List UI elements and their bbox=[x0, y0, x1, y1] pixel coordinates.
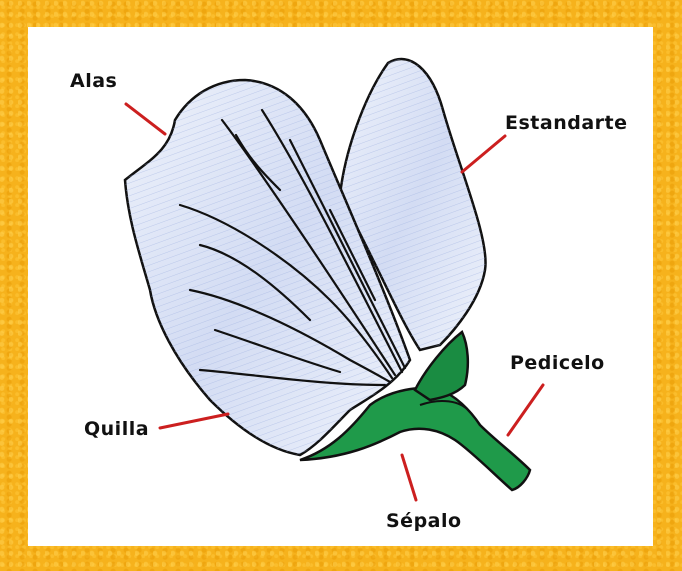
leader-quilla bbox=[160, 414, 228, 428]
label-alas: Alas bbox=[70, 70, 117, 92]
leader-pedicelo bbox=[508, 385, 543, 435]
label-estandarte: Estandarte bbox=[505, 112, 627, 134]
label-sepalo: Sépalo bbox=[386, 510, 462, 532]
leader-estandarte bbox=[462, 136, 505, 172]
label-quilla: Quilla bbox=[84, 418, 149, 440]
leader-sepalo bbox=[402, 455, 416, 500]
leader-alas bbox=[126, 104, 165, 134]
label-pedicelo: Pedicelo bbox=[510, 352, 605, 374]
